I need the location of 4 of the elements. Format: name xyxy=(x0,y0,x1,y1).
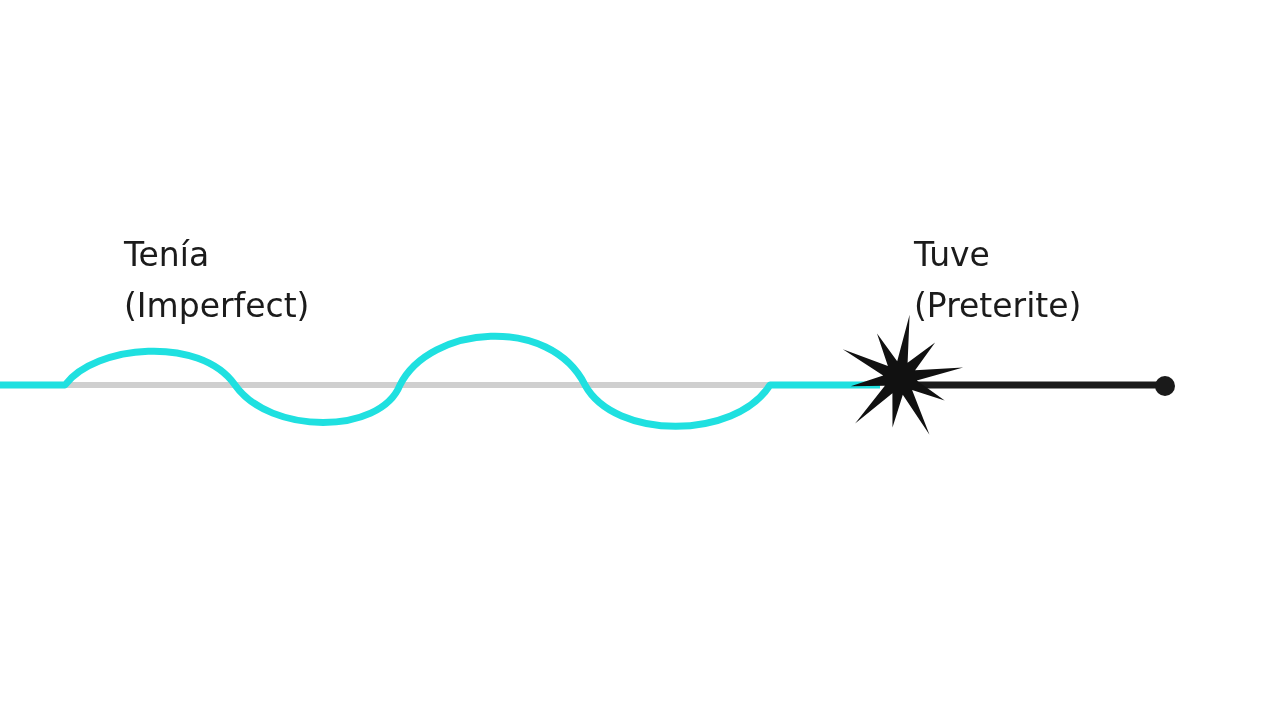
tense-label: (Preterite) xyxy=(914,289,1082,322)
tense-label: Tenía xyxy=(124,238,210,271)
tense-label: (Imperfect) xyxy=(124,289,310,322)
tense-label: Tuve xyxy=(914,238,990,271)
